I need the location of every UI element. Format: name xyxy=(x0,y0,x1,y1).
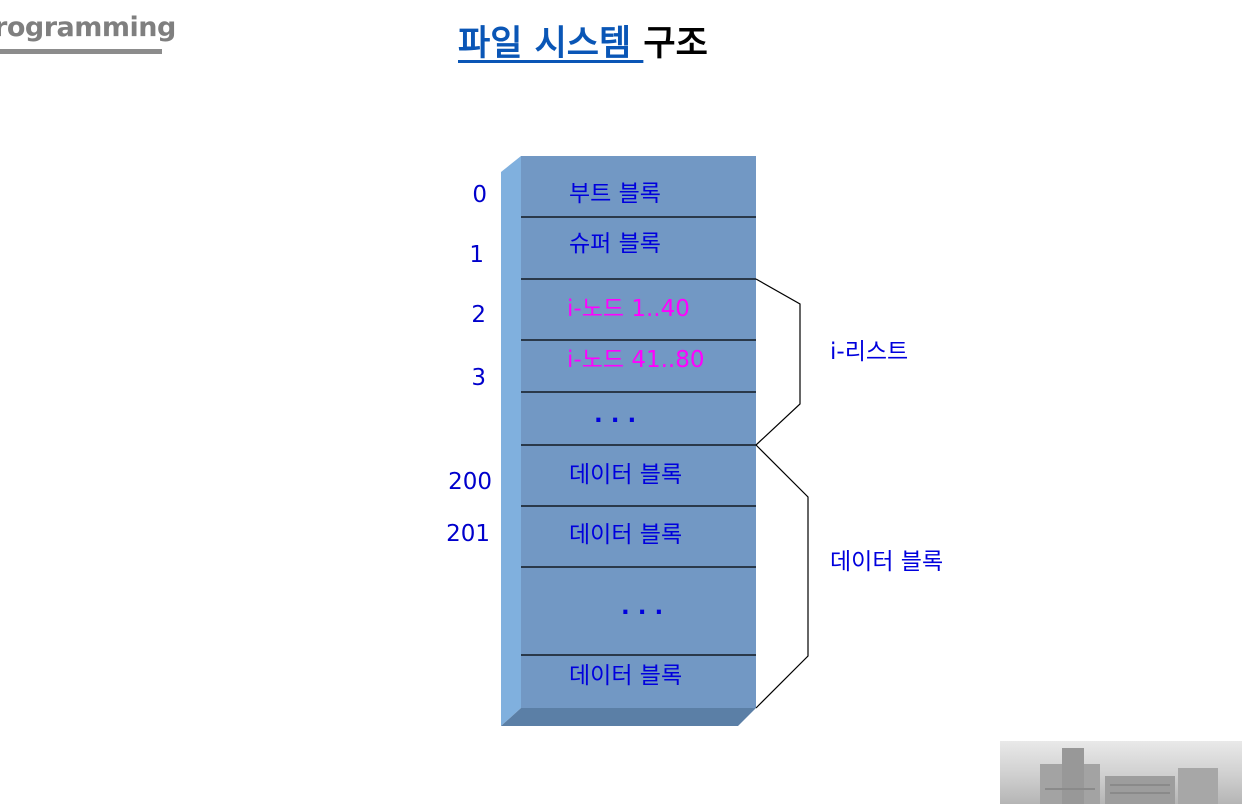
block-number: 3 xyxy=(471,365,486,391)
block-number: 0 xyxy=(472,182,487,208)
block-label-super: 슈퍼 블록 xyxy=(569,231,661,257)
section-header-rule xyxy=(0,49,162,54)
data-block-brace xyxy=(755,444,809,709)
group-label-data-blocks: 데이터 블록 xyxy=(830,549,943,575)
group-label-i-list: i-리스트 xyxy=(830,339,908,365)
block-label-ellipsis-2: . . . xyxy=(621,594,663,620)
block-label-inode-1: i-노드 1..40 xyxy=(567,296,690,322)
block-number: 1 xyxy=(469,242,484,268)
block-label-data-3: 데이터 블록 xyxy=(569,663,682,689)
block-number: 2 xyxy=(471,302,486,328)
stack-front-face xyxy=(521,156,756,708)
stack-bottom-face xyxy=(501,708,756,726)
block-label-data-2: 데이터 블록 xyxy=(569,522,682,548)
title-link-text[interactable]: 파일 시스템 xyxy=(458,24,644,64)
block-label-data-1: 데이터 블록 xyxy=(569,462,682,488)
block-label-inode-2: i-노드 41..80 xyxy=(567,347,704,373)
block-label-ellipsis-1: . . . xyxy=(594,402,636,428)
block-dividers xyxy=(521,216,756,656)
title-rest-text: 구조 xyxy=(643,24,708,64)
stack-side-face xyxy=(501,156,521,726)
block-label-boot: 부트 블록 xyxy=(569,181,661,207)
i-list-brace xyxy=(755,278,801,446)
page-title: 파일 시스템 구조 xyxy=(458,22,708,66)
block-number: 200 xyxy=(448,469,492,495)
section-header-label: rogramming xyxy=(0,12,176,43)
block-number: 201 xyxy=(446,521,490,547)
campus-photo xyxy=(1000,741,1242,804)
